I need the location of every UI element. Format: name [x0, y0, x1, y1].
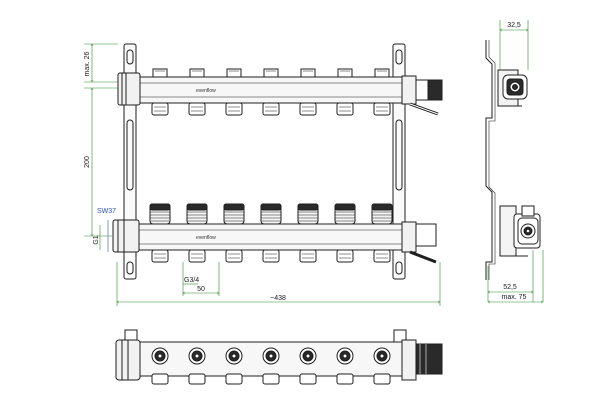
dim-50: 50 — [197, 286, 205, 293]
plan-view — [115, 329, 443, 385]
top-outlet — [262, 68, 280, 116]
bottom-outlet — [223, 203, 245, 263]
top-outlet — [151, 68, 169, 116]
front-dimensions — [84, 44, 440, 306]
dim-200: 200 — [84, 156, 91, 168]
bottom-outlet — [149, 203, 171, 263]
side-bracket — [485, 40, 493, 280]
top-air-vent — [409, 79, 443, 116]
dim-52-5: 52,5 — [503, 284, 517, 291]
top-brand-logo: evenflow — [196, 88, 216, 94]
top-outlet — [188, 68, 206, 116]
bottom-brand-logo: evenflow — [196, 235, 216, 241]
side-top-fitting — [497, 69, 528, 107]
top-outlets — [151, 68, 391, 116]
bottom-outlet — [334, 203, 356, 263]
top-supply-bar — [117, 72, 417, 106]
plan-outlets — [151, 347, 391, 385]
plan-outlet — [336, 347, 354, 385]
plan-outlet — [188, 347, 206, 385]
bottom-return-bar — [112, 219, 437, 264]
plan-outlet — [373, 347, 391, 385]
side-bottom-fitting — [499, 205, 541, 257]
side-dimension-labels: 32,5 52,5 max. 75 — [502, 22, 527, 301]
bottom-outlets — [149, 203, 393, 263]
dim-g1: G1 — [93, 235, 100, 244]
plan-outlet — [262, 347, 280, 385]
dim-g34: G3/4 — [184, 277, 199, 284]
dim-32-5: 32,5 — [507, 22, 521, 29]
top-outlet — [336, 68, 354, 116]
dim-max-75: max. 75 — [502, 294, 527, 301]
plan-outlet — [151, 347, 169, 385]
front-view — [112, 43, 443, 280]
top-outlet — [225, 68, 243, 116]
bottom-outlet — [371, 203, 393, 263]
bottom-outlet — [186, 203, 208, 263]
dim-max-26: max. 26 — [84, 51, 91, 76]
top-outlet — [299, 68, 317, 116]
side-view — [485, 40, 541, 280]
plan-outlet — [299, 347, 317, 385]
top-outlet — [373, 68, 391, 116]
bottom-outlet — [297, 203, 319, 263]
front-dimension-labels: max. 26 200 SW37 G1 G3/4 50 ~438 — [84, 51, 286, 302]
dim-sw37: SW37 — [97, 208, 116, 215]
dim-438: ~438 — [270, 295, 286, 302]
bottom-outlet — [260, 203, 282, 263]
plan-outlet — [225, 347, 243, 385]
side-dimensions — [488, 20, 543, 302]
